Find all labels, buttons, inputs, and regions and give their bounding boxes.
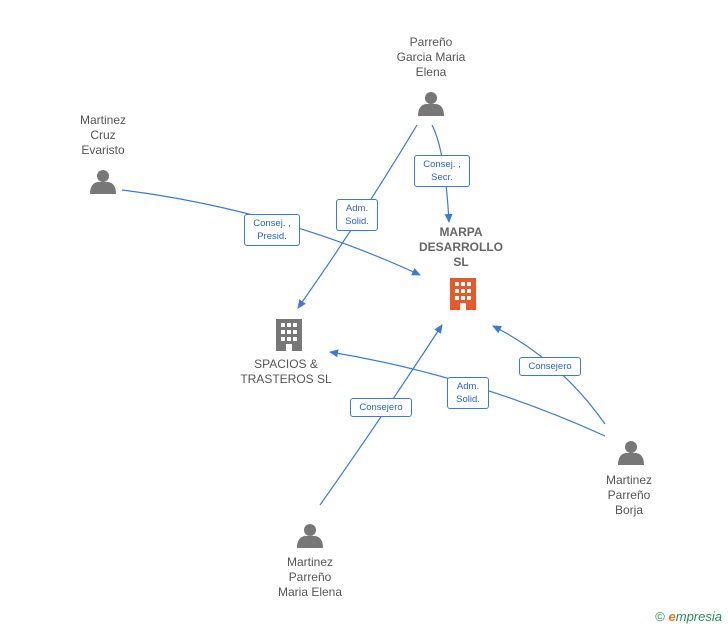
node-label-parreno-garcia[interactable]: Parreño Garcia Maria Elena [396,35,466,79]
edge-label-consejero-maria[interactable]: Consejero [350,398,412,417]
node-label-marpa[interactable]: MARPA DESARROLLO SL [419,225,503,269]
person-icon[interactable] [297,524,323,548]
building-icon[interactable] [276,319,302,351]
edge-label-consej-secr[interactable]: Consej. , Secr. [414,155,470,187]
edge-label-adm-solid-spacios[interactable]: Adm. Solid. [336,199,378,231]
person-icon[interactable] [90,170,116,194]
node-label-martinez-cruz[interactable]: Martinez Cruz Evaristo [79,113,126,157]
node-label-martinez-maria[interactable]: Martinez Parreño Maria Elena [277,555,343,599]
edge-label-adm-solid-borja[interactable]: Adm. Solid. [447,377,489,409]
node-label-spacios[interactable]: SPACIOS & TRASTEROS SL [240,357,332,386]
brand-logo-text: mpresia [675,609,722,624]
edge-label-consejero-borja[interactable]: Consejero [519,357,581,376]
person-icon[interactable] [618,441,644,465]
edge-martinez-maria-to-marpa [319,324,443,506]
empresia-brand: © empresia [655,609,722,624]
building-icon[interactable] [450,278,476,310]
brand-logo-e: e [668,609,676,624]
node-label-martinez-borja[interactable]: Martinez Parreño Borja [605,473,652,517]
copyright-icon: © [655,609,665,624]
edge-label-consej-presid[interactable]: Consej. , Presid. [244,214,300,246]
person-icon[interactable] [418,92,444,116]
